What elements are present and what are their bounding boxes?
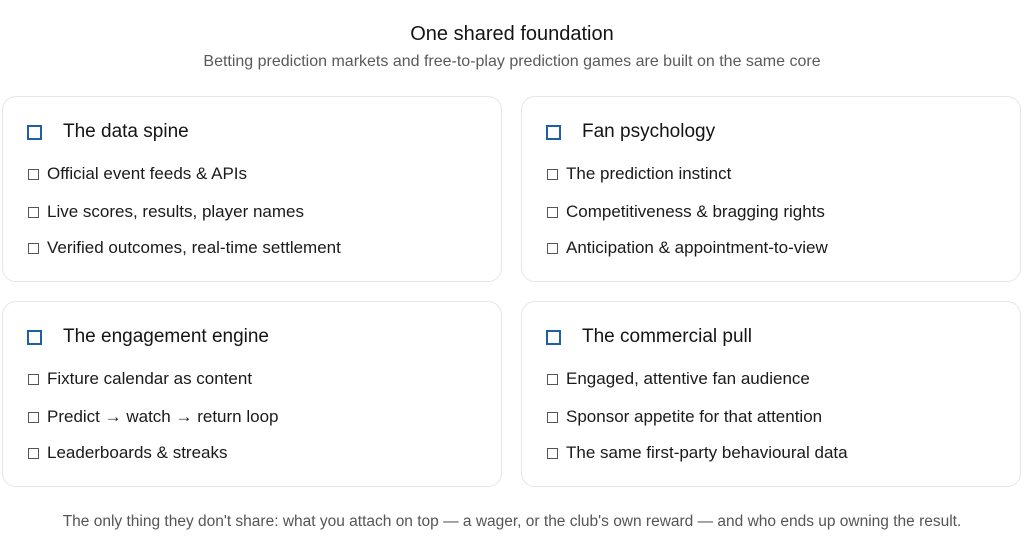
list-item-label: Live scores, results, player names bbox=[47, 202, 304, 221]
list-item-label: Predict → watch → return loop bbox=[47, 407, 279, 426]
list-item: The prediction instinct bbox=[547, 163, 731, 185]
square-outline-icon bbox=[27, 329, 42, 345]
card-commercial-pull: The commercial pull Engaged, attentive f… bbox=[521, 301, 1021, 487]
card-data-spine: The data spine Official event feeds & AP… bbox=[2, 96, 502, 282]
card-title: The engagement engine bbox=[63, 326, 269, 347]
card-header: Fan psychology bbox=[546, 119, 715, 145]
card-header: The engagement engine bbox=[27, 324, 269, 350]
checkbox-icon bbox=[28, 242, 39, 254]
checkbox-icon bbox=[547, 206, 558, 218]
checkbox-icon bbox=[28, 411, 39, 423]
list-item: Leaderboards & streaks bbox=[28, 442, 228, 464]
checkbox-icon bbox=[28, 373, 39, 385]
list-item: Fixture calendar as content bbox=[28, 368, 252, 390]
list-item-label: Sponsor appetite for that attention bbox=[566, 407, 823, 426]
page-subtitle: Betting prediction markets and free-to-p… bbox=[203, 53, 821, 70]
card-engagement-engine: The engagement engine Fixture calendar a… bbox=[2, 301, 502, 487]
checkbox-icon bbox=[28, 206, 39, 218]
checkbox-icon bbox=[547, 373, 558, 385]
list-item-label: Fixture calendar as content bbox=[47, 369, 253, 388]
checkbox-icon bbox=[547, 447, 558, 459]
list-item: Sponsor appetite for that attention bbox=[547, 406, 822, 428]
list-item-label: The same first-party behavioural data bbox=[566, 443, 848, 462]
list-item: Verified outcomes, real-time settlement bbox=[28, 237, 341, 259]
list-item-label: Competitiveness & bragging rights bbox=[566, 202, 825, 221]
footer-note: The only thing they don't share: what yo… bbox=[62, 513, 962, 530]
list-item: Anticipation & appointment-to-view bbox=[547, 237, 828, 259]
page-title: One shared foundation bbox=[410, 23, 614, 45]
list-item-label: Engaged, attentive fan audience bbox=[566, 369, 810, 388]
card-title: The commercial pull bbox=[582, 326, 752, 347]
list-item-label: Anticipation & appointment-to-view bbox=[566, 238, 828, 257]
list-item: Live scores, results, player names bbox=[28, 201, 304, 223]
card-fan-psychology: Fan psychology The prediction instinct C… bbox=[521, 96, 1021, 282]
checkbox-icon bbox=[547, 242, 558, 254]
square-outline-icon bbox=[546, 329, 561, 345]
list-item-label: Official event feeds & APIs bbox=[47, 164, 248, 183]
list-item: Competitiveness & bragging rights bbox=[547, 201, 825, 223]
list-item: Engaged, attentive fan audience bbox=[547, 368, 810, 390]
list-item: Official event feeds & APIs bbox=[28, 163, 247, 185]
card-title: The data spine bbox=[63, 121, 189, 142]
list-item: The same first-party behavioural data bbox=[547, 442, 848, 464]
checkbox-icon bbox=[28, 447, 39, 459]
checkbox-icon bbox=[547, 168, 558, 180]
card-header: The data spine bbox=[27, 119, 189, 145]
header: One shared foundation Betting prediction… bbox=[0, 20, 1024, 73]
list-item-label: Verified outcomes, real-time settlement bbox=[47, 238, 341, 257]
checkbox-icon bbox=[28, 168, 39, 180]
card-title: Fan psychology bbox=[582, 121, 716, 142]
square-outline-icon bbox=[27, 124, 42, 140]
list-item-label: Leaderboards & streaks bbox=[47, 443, 228, 462]
card-header: The commercial pull bbox=[546, 324, 752, 350]
square-outline-icon bbox=[546, 124, 561, 140]
list-item: Predict → watch → return loop bbox=[28, 406, 278, 428]
checkbox-icon bbox=[547, 411, 558, 423]
list-item-label: The prediction instinct bbox=[566, 164, 732, 183]
